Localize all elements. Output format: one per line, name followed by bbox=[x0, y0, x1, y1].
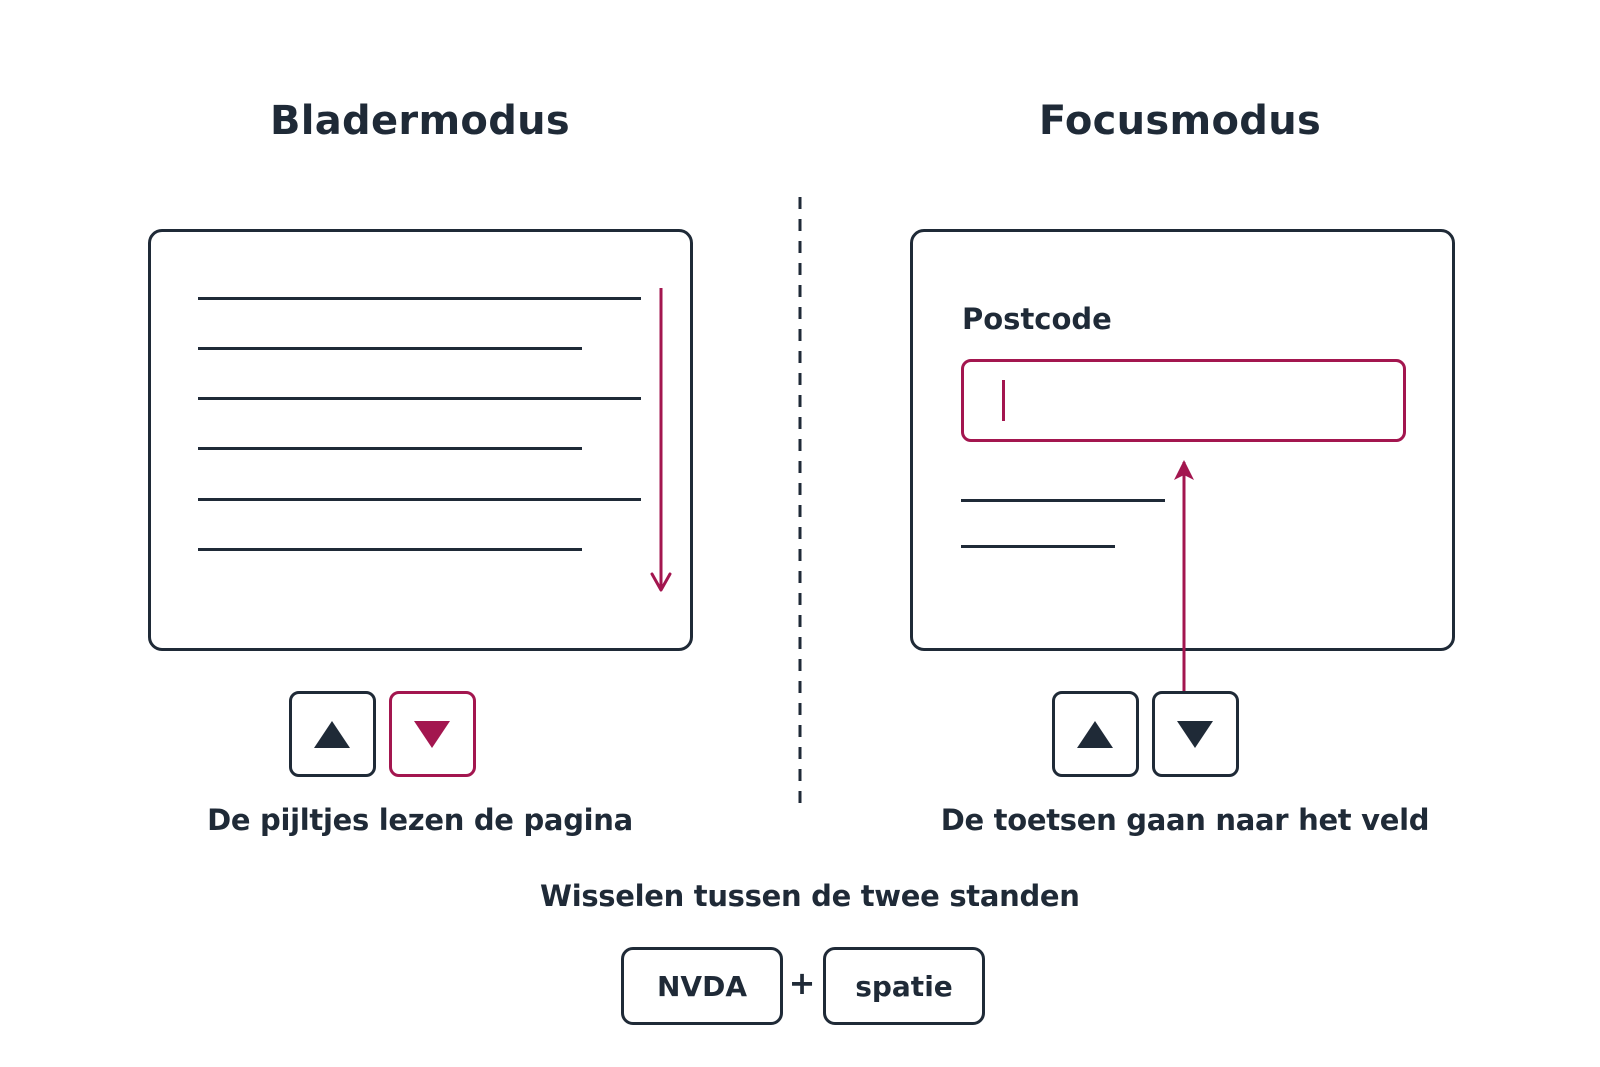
toggle-caption: Wisselen tussen de twee standen bbox=[540, 879, 1080, 913]
focus-mode-caption: De toetsen gaan naar het veld bbox=[940, 803, 1430, 837]
up-arrow-key[interactable] bbox=[289, 691, 376, 777]
text-line bbox=[961, 545, 1115, 548]
text-line bbox=[198, 397, 641, 400]
postcode-label: Postcode bbox=[962, 302, 1112, 336]
browse-mode-caption: De pijltjes lezen de pagina bbox=[207, 803, 633, 837]
focus-direction-arrow bbox=[1174, 460, 1194, 704]
plus-sign: + bbox=[788, 964, 816, 1002]
down-arrow-key[interactable] bbox=[1152, 691, 1239, 777]
nvda-key[interactable]: NVDA bbox=[621, 947, 783, 1025]
space-key[interactable]: spatie bbox=[823, 947, 985, 1025]
up-arrow-key[interactable] bbox=[1052, 691, 1139, 777]
down-arrow-key[interactable] bbox=[389, 691, 476, 777]
text-line bbox=[198, 447, 582, 450]
text-line bbox=[198, 498, 641, 501]
text-line bbox=[198, 347, 582, 350]
down-arrow-icon bbox=[1177, 721, 1213, 748]
postcode-input[interactable] bbox=[961, 359, 1406, 442]
center-divider bbox=[798, 197, 802, 807]
focus-mode-title: Focusmodus bbox=[1038, 98, 1322, 144]
up-arrow-icon bbox=[314, 721, 350, 748]
browse-mode-title: Bladermodus bbox=[269, 98, 571, 144]
text-line bbox=[961, 499, 1165, 502]
down-arrow-icon bbox=[414, 721, 450, 748]
browse-mode-page-panel bbox=[148, 229, 693, 651]
reading-direction-arrow bbox=[650, 288, 672, 592]
text-caret bbox=[1002, 380, 1005, 421]
up-arrow-icon bbox=[1077, 721, 1113, 748]
text-line bbox=[198, 297, 641, 300]
text-line bbox=[198, 548, 582, 551]
